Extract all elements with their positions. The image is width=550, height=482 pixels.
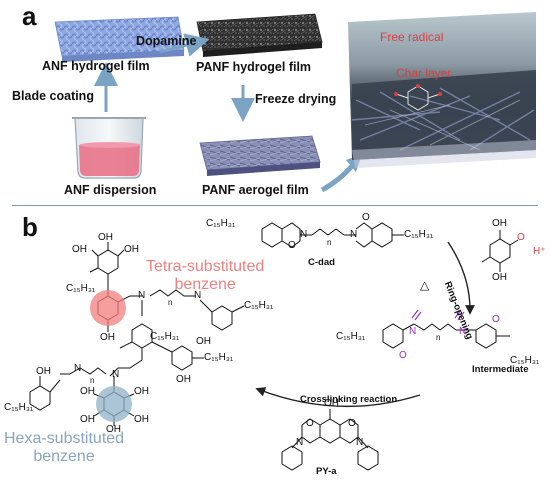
network-oh-6: OH: [176, 374, 191, 385]
network-oh-3: OH: [124, 244, 139, 255]
network-oh-11: OH: [134, 414, 149, 425]
panel-divider: [12, 205, 538, 206]
panf-hydrogel-film-label: PANF hydrogel film: [196, 60, 312, 74]
anf-hydrogel-film-label: ANF hydrogel film: [42, 59, 150, 73]
intermediate-o-left: O: [399, 350, 407, 361]
py-a-structure: [281, 409, 379, 471]
network-n-4: N: [112, 369, 120, 380]
network-c15h31-3: C₁₅H₃₁: [150, 331, 180, 342]
phenol-reagent-structure: [481, 230, 519, 272]
network-oh-7: OH: [36, 366, 51, 377]
crosslinking-arrow: [255, 387, 421, 408]
intermediate-n-right: N: [459, 326, 467, 337]
panf-hydrogel-film-image: [196, 13, 323, 57]
c-dad-c15h31-left: C₁₅H₃₁: [206, 218, 236, 229]
c-dad-n-subscript: n: [327, 238, 332, 247]
dopamine-arrow: [159, 33, 210, 57]
intermediate-o-right: O: [492, 314, 500, 325]
py-a-n-left: N: [296, 437, 304, 448]
py-a-o-right: O: [348, 418, 356, 429]
hexa-highlight: [96, 386, 132, 422]
intermediate-c15h31-left: C₁₅H₃₁: [336, 331, 366, 342]
network-n-3: N: [74, 363, 82, 374]
c-dad-o-left: O: [288, 240, 296, 251]
beaker-image: [72, 117, 146, 179]
blade-coating-label: Blade coating: [12, 89, 94, 103]
phenol-o-minus: O: [517, 232, 525, 243]
panf-aerogel-film-label: PANF aerogel film: [202, 183, 309, 197]
network-oh-12: OH: [106, 424, 121, 435]
intermediate-n-subscript: n: [436, 333, 441, 342]
free-radical-label: Free radical: [380, 30, 444, 44]
c-dad-label: C-dad: [308, 257, 335, 268]
anf-dispersion-label: ANF dispersion: [64, 183, 157, 197]
crosslinking-label: Crosslinking reaction: [300, 394, 398, 405]
char-layer-render-image: [348, 12, 536, 168]
panf-aerogel-film-image: [199, 135, 321, 176]
panel-letter-b: b: [22, 212, 38, 242]
intermediate-label: Intermediate: [472, 364, 529, 375]
h-plus: H⁺: [533, 246, 546, 257]
anf-hydrogel-film-image: [54, 16, 185, 62]
c-dad-c15h31-right: C₁₅H₃₁: [404, 229, 434, 240]
network-n-subscript-2: n: [90, 376, 95, 385]
tetra-line-1: Tetra-substituted: [146, 258, 265, 275]
tetra-highlight: [90, 290, 126, 326]
c-dad-n-left: N: [300, 229, 308, 240]
network-oh-1: OH: [98, 232, 113, 243]
network-c15h31-2: C₁₅H₃₁: [244, 300, 274, 311]
network-n-subscript: n: [168, 298, 173, 307]
intermediate-c15h31-right: C₁₅H₃₁: [510, 355, 540, 366]
network-oh-4: OH: [100, 332, 115, 343]
py-a-oh: OH: [324, 398, 339, 409]
py-a-o-left: O: [306, 418, 314, 429]
phenol-oh-top: OH: [492, 218, 507, 229]
to-render-arrow: [320, 164, 354, 193]
hexa-substituted-label: Hexa-substituted benzene: [4, 430, 124, 466]
freeze-drying-label: Freeze drying: [255, 92, 337, 106]
c-dad-n-right: N: [350, 229, 358, 240]
network-n-2: N: [194, 290, 202, 301]
network-oh-8: OH: [80, 386, 95, 397]
network-oh-5: OH: [196, 336, 211, 347]
c-dad-o-right: O: [362, 212, 370, 223]
c-dad-structure: [261, 222, 404, 248]
heat-symbol: △: [420, 278, 430, 292]
network-oh-9: OH: [134, 386, 149, 397]
hexa-line-2: benzene: [33, 448, 95, 465]
network-c15h31-1: C₁₅H₃₁: [66, 283, 96, 294]
dopamine-label: Dopamine: [136, 34, 197, 48]
intermediate-structure: [382, 323, 510, 349]
network-n-1: N: [138, 290, 146, 301]
hexa-line-1: Hexa-substituted: [4, 430, 125, 447]
tetra-substituted-label: Tetra-substituted benzene: [146, 258, 264, 294]
phenol-oh-bottom: OH: [492, 272, 507, 283]
tetra-line-2: benzene: [174, 276, 236, 293]
panel-letter-a: a: [22, 1, 37, 31]
py-a-n-right: N: [356, 437, 364, 448]
network-oh-10: OH: [80, 414, 95, 425]
network-c15h31-5: C₁₅H₃₁: [4, 402, 34, 413]
py-a-label: PY-a: [316, 466, 337, 477]
ring-opening-arrow: [447, 241, 475, 315]
network-c15h31-4: C₁₅H₃₁: [204, 352, 234, 363]
intermediate-n-left: N: [409, 326, 417, 337]
network-oh-2: OH: [72, 244, 87, 255]
char-layer-label: Char layer: [396, 66, 452, 80]
